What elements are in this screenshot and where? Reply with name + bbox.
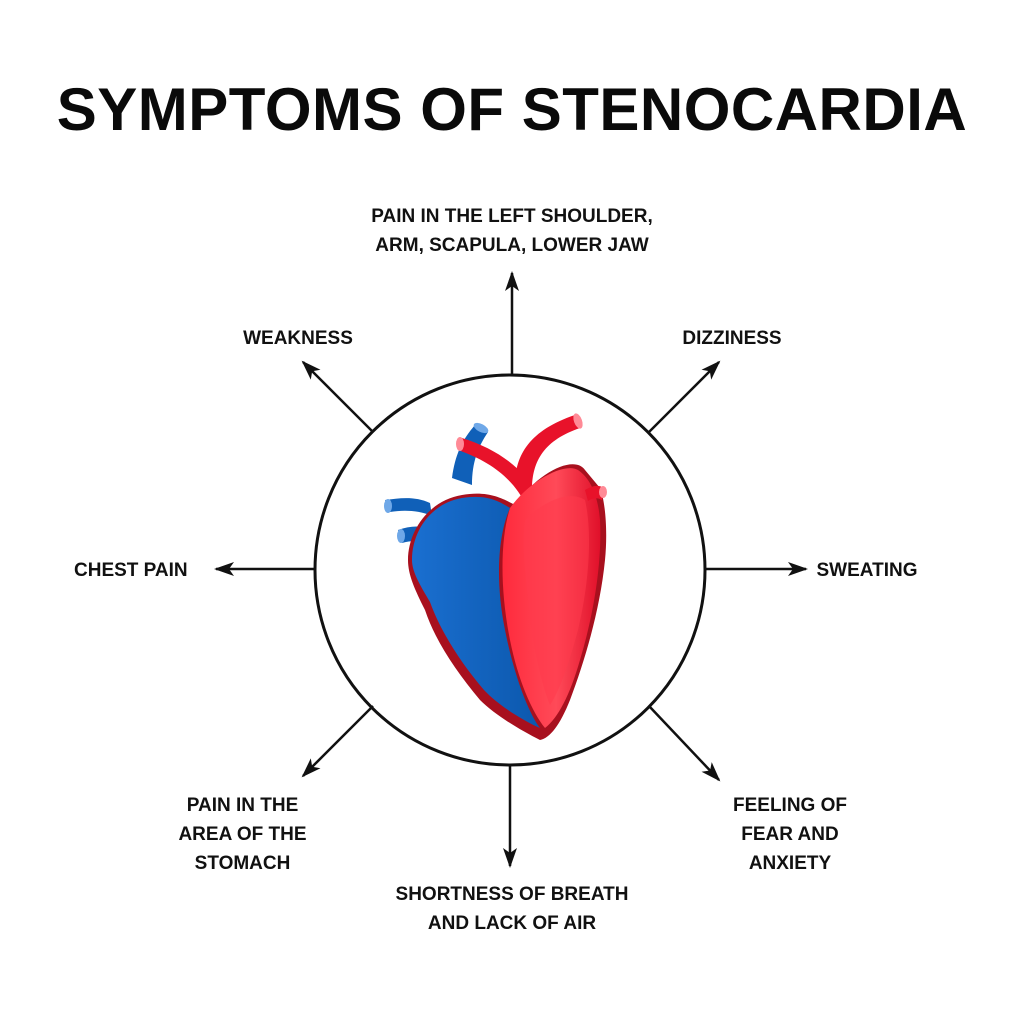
symptom-shortness-of-breath-label: SHORTNESS OF BREATH AND LACK OF AIR (395, 884, 629, 934)
heart-illustration-icon (384, 413, 607, 740)
arrows (214, 271, 808, 868)
symptom-sweating-label: SWEATING (816, 560, 918, 581)
arrow-icon-down-left (301, 705, 374, 778)
symptom-dizziness-label: DIZZINESS (682, 328, 782, 349)
arrow-icon-up-left (301, 360, 374, 433)
page-title: SYMPTOMS OF STENOCARDIA (56, 76, 968, 143)
arrow-icon-down-right (648, 705, 721, 782)
symptom-fear-anxiety-label: FEELING OF FEAR AND ANXIETY (733, 795, 847, 874)
symptom-left-shoulder-label: PAIN IN THE LEFT SHOULDER, ARM, SCAPULA,… (371, 206, 653, 256)
symptom-chest-pain-label: CHEST PAIN (74, 560, 188, 581)
symptom-weakness-label: WEAKNESS (243, 328, 353, 349)
arrow-icon-up-right (648, 360, 721, 433)
symptom-stomach-pain-label: PAIN IN THE AREA OF THE STOMACH (178, 795, 307, 874)
